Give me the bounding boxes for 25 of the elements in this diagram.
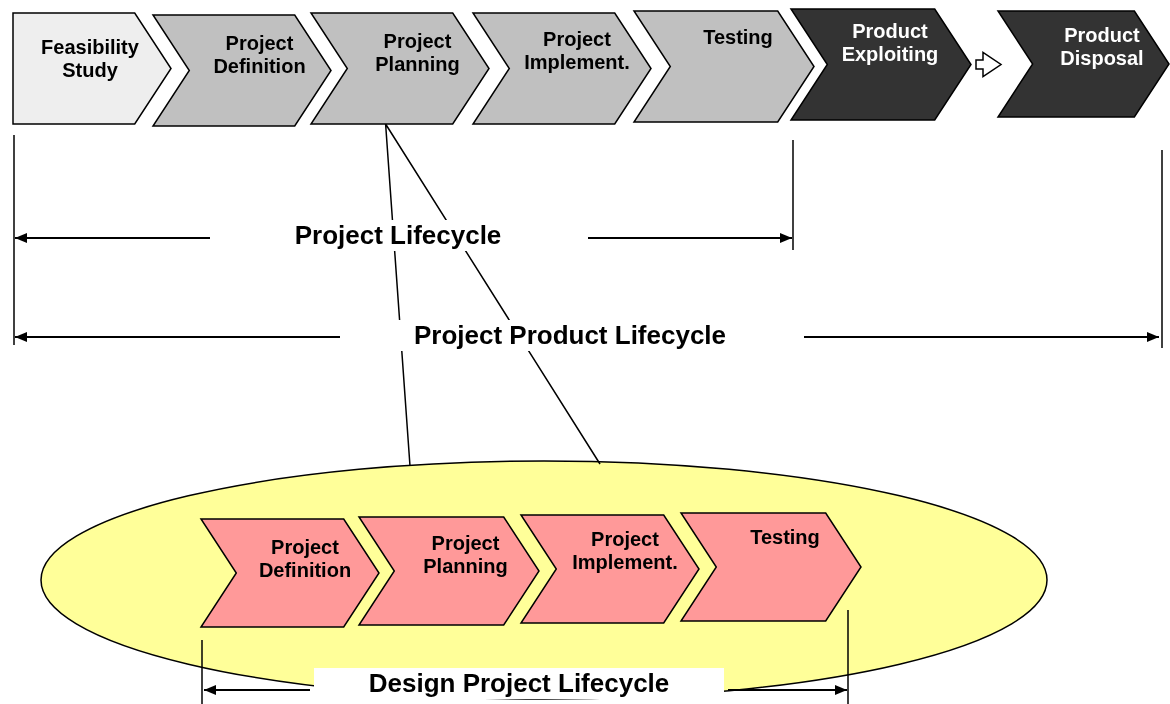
step-label: Product Disposal — [1059, 24, 1145, 70]
pentagon-arrow-shape — [12, 12, 172, 125]
step-label: Project Planning — [422, 532, 509, 578]
chevron-shape — [200, 518, 380, 628]
step-label: Project Definition — [212, 32, 307, 78]
step-label: Testing — [749, 526, 821, 549]
block-arrow — [975, 51, 1003, 78]
chevron-shape — [633, 10, 815, 123]
step-label: Testing — [702, 26, 774, 49]
step-label: Feasibility Study — [40, 36, 140, 82]
chevron-shape — [472, 12, 652, 125]
callout-ellipse — [40, 460, 1048, 700]
chevron-shape — [680, 512, 862, 622]
chevron-shape — [997, 10, 1170, 118]
chevron-shape — [310, 12, 490, 125]
lifecycle-label: Design Project Lifecycle — [314, 668, 724, 699]
step-label: Project Implement. — [523, 28, 631, 74]
step-label: Project Planning — [374, 30, 461, 76]
chevron-shape — [790, 8, 972, 121]
step-label: Product Exploiting — [840, 20, 940, 66]
chevron-shape — [152, 14, 332, 127]
chevron-shape — [520, 514, 700, 624]
step-label: Project Definition — [257, 536, 353, 582]
step-label: Project Implement. — [571, 528, 679, 574]
chevron-shape — [358, 516, 540, 626]
